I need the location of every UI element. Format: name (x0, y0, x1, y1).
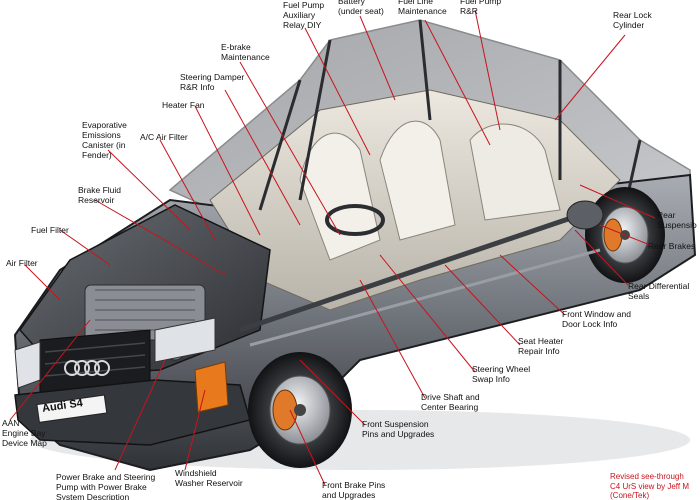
label-front-brake-pins[interactable]: Front Brake Pins and Upgrades (322, 480, 386, 500)
label-rear-brakes[interactable]: Rear Brakes (648, 241, 696, 251)
label-power-brake-steering-pump[interactable]: Power Brake and Steering Pump with Power… (56, 472, 156, 500)
label-fuel-pump-rr[interactable]: Fuel Pump R&R (460, 0, 502, 16)
label-fuel-line-maintenance[interactable]: Fuel Line Maintenance (398, 0, 447, 16)
leader-lines (9, 9, 656, 486)
label-fuel-filter[interactable]: Fuel Filter (31, 225, 69, 235)
front-bumper (14, 379, 251, 446)
drive-shaft (239, 212, 581, 333)
front-seat-left (299, 132, 381, 261)
label-brake-fluid-reservoir[interactable]: Brake Fluid Reservoir (78, 185, 121, 205)
pillars (258, 19, 642, 231)
front-wheel (248, 352, 352, 468)
label-windshield-washer-reservoir[interactable]: Windshield Washer Reservoir (175, 468, 243, 488)
label-seat-heater-repair[interactable]: Seat Heater Repair Info (518, 336, 564, 356)
intake-manifold (95, 289, 195, 331)
rear-seat (469, 123, 561, 221)
label-evaporative-emissions-canister[interactable]: Evaporative Emissions Canister (in Fende… (82, 120, 127, 160)
label-battery[interactable]: Battery (under seat) (338, 0, 384, 16)
rear-differential (566, 200, 604, 230)
washer-reservoir-shape (194, 361, 229, 413)
license-plate (36, 394, 108, 423)
label-air-filter[interactable]: Air Filter (6, 258, 38, 268)
label-drive-shaft-center-bearing[interactable]: Drive Shaft and Center Bearing (421, 392, 480, 412)
label-front-suspension-pins[interactable]: Front Suspension Pins and Upgrades (362, 419, 435, 439)
label-steering-wheel-swap[interactable]: Steering Wheel Swap Info (472, 364, 531, 384)
front-seat-right (379, 120, 456, 241)
label-heater-fan[interactable]: Heater Fan (162, 100, 205, 110)
label-aan-engine-bay-map[interactable]: AAN Engine Bay Device Map (2, 418, 47, 448)
steering-wheel (325, 204, 385, 236)
exhaust (249, 248, 601, 347)
label-fuel-pump-auxiliary-relay[interactable]: Fuel Pump Auxiliary Relay DIY (283, 0, 325, 30)
label-rear-lock-cylinder[interactable]: Rear Lock Cylinder (613, 10, 652, 30)
label-ebrake-maintenance[interactable]: E-brake Maintenance (221, 42, 270, 62)
label-rear-suspension[interactable]: Rear Suspensio (657, 210, 697, 230)
label-front-window-door-lock[interactable]: Front Window and Door Lock Info (562, 309, 631, 329)
label-ac-air-filter[interactable]: A/C Air Filter (140, 132, 188, 142)
left-headlight (14, 341, 41, 389)
audi-rings-logo (64, 360, 110, 376)
label-steering-damper-rr[interactable]: Steering Damper R&R Info (180, 72, 245, 92)
right-headlight (154, 317, 216, 363)
illustration-credit: Revised see-through C4 UrS view by Jeff … (610, 472, 689, 500)
label-rear-differential-seals[interactable]: Rear Differential Seals (628, 281, 690, 301)
